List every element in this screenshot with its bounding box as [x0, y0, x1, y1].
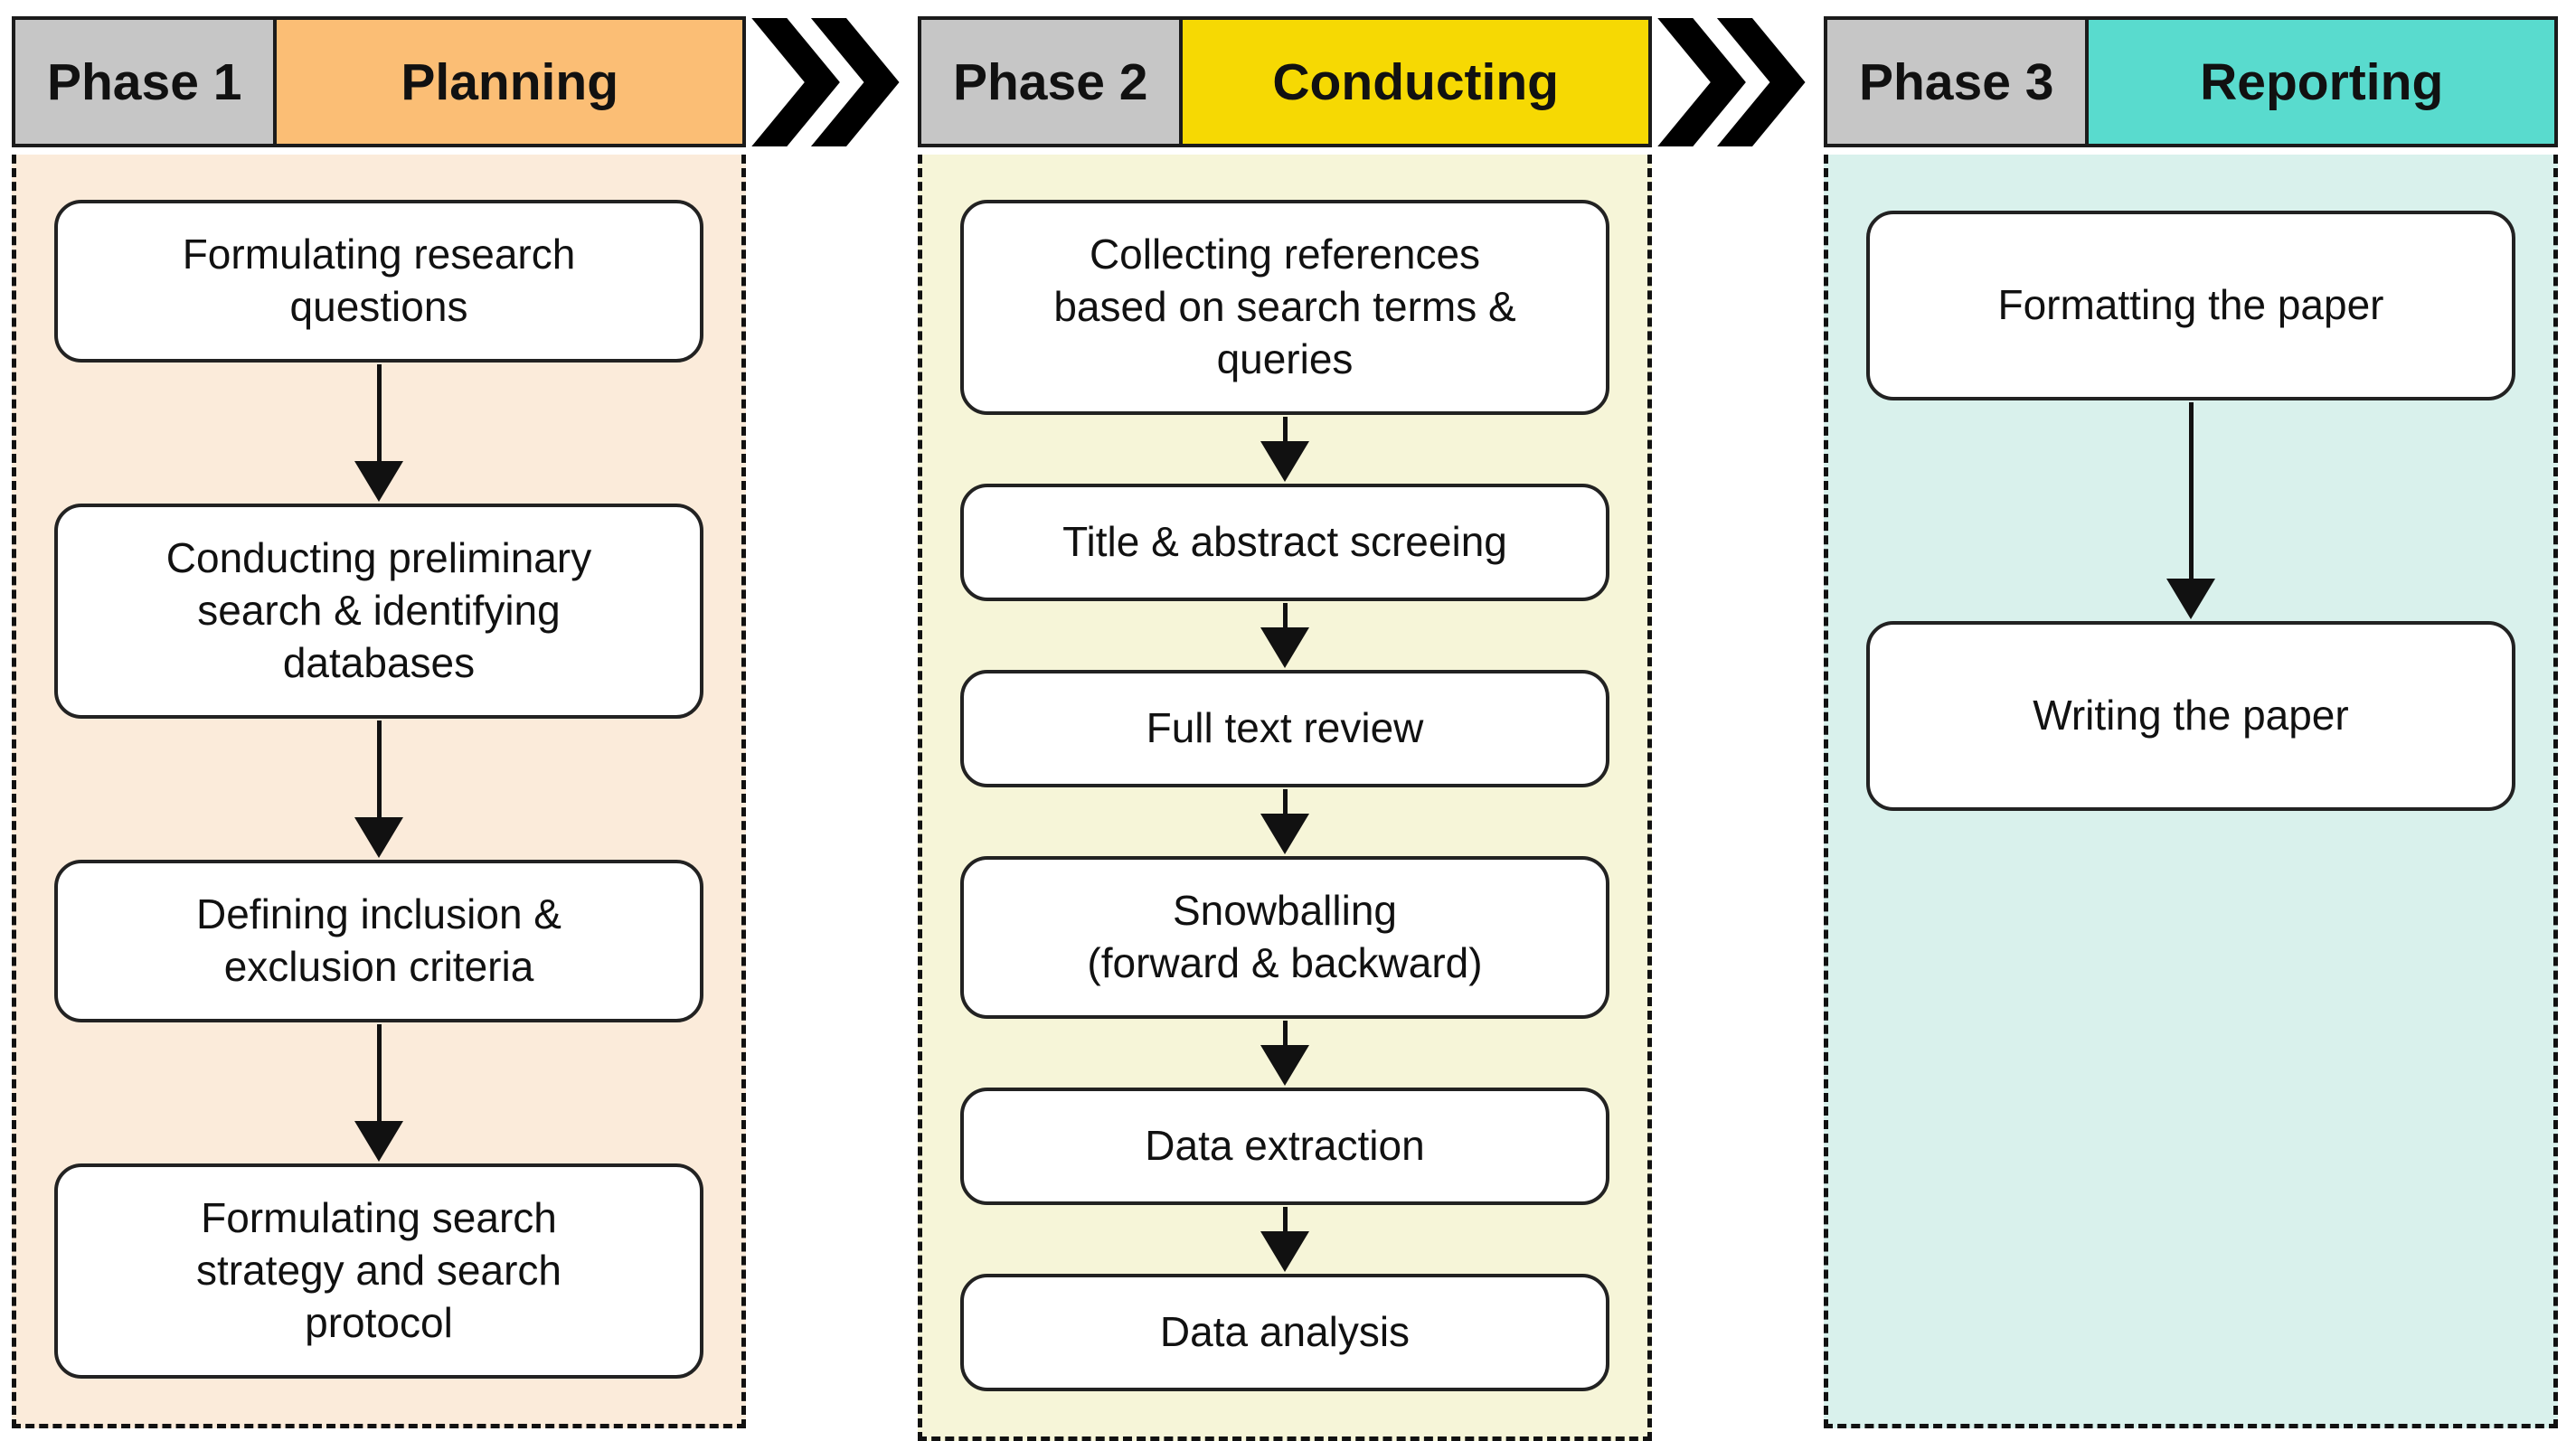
step-box: Collecting references based on search te… — [960, 200, 1609, 415]
arrowhead — [1260, 813, 1309, 854]
arrow-shaft — [1282, 416, 1288, 441]
step-box: Formulating research questions — [54, 200, 703, 363]
phase-1-label: Phase 1 — [15, 20, 274, 144]
arrowhead — [1260, 626, 1309, 668]
arrowhead — [354, 1121, 403, 1163]
arrow-shaft — [1282, 788, 1288, 814]
arrowhead — [1260, 440, 1309, 482]
phase-2-header: Phase 2 Conducting — [918, 16, 1652, 147]
phase-2-title: Conducting — [1179, 20, 1648, 144]
arrow-shaft — [376, 1023, 382, 1122]
arrow-down-icon — [54, 363, 703, 504]
chevron-right-icon — [750, 16, 913, 147]
phase-1-panel: Formulating research questions Conductin… — [12, 155, 746, 1428]
step-box: Full text review — [960, 669, 1609, 787]
arrowhead — [354, 817, 403, 859]
step-box: Formatting the paper — [1866, 211, 2515, 400]
phase-2-label: Phase 2 — [921, 20, 1180, 144]
arrow-shaft — [1282, 602, 1288, 627]
phase-3-title: Reporting — [2085, 20, 2554, 144]
arrow-down-icon — [54, 719, 703, 860]
step-box: Writing the paper — [1866, 621, 2515, 811]
arrow-down-icon — [960, 415, 1609, 484]
arrow-down-icon — [960, 1205, 1609, 1274]
arrow-down-icon — [960, 787, 1609, 856]
arrowhead — [2166, 579, 2215, 619]
step-box: Conducting preliminary search & identify… — [54, 504, 703, 719]
phase-separator — [1652, 16, 1824, 1428]
step-box: Data extraction — [960, 1087, 1609, 1205]
arrowhead — [1260, 1044, 1309, 1086]
phase-1-column: Phase 1 Planning Formulating research qu… — [12, 16, 746, 1428]
phase-2-column: Phase 2 Conducting Collecting references… — [918, 16, 1652, 1441]
chevron-right-icon — [1656, 16, 1819, 147]
phase-separator — [746, 16, 918, 1428]
arrow-shaft — [376, 720, 382, 818]
arrow-down-icon — [960, 1019, 1609, 1088]
arrow-down-icon — [54, 1022, 703, 1163]
step-box: Title & abstract screeing — [960, 483, 1609, 601]
arrow-shaft — [376, 363, 382, 462]
step-box: Formulating search strategy and search p… — [54, 1163, 703, 1379]
step-box: Data analysis — [960, 1273, 1609, 1391]
phase-3-label: Phase 3 — [1827, 20, 2086, 144]
phase-3-panel: Formatting the paper Writing the paper — [1824, 155, 2558, 1428]
arrow-down-icon — [1866, 400, 2515, 621]
phase-1-header: Phase 1 Planning — [12, 16, 746, 147]
phase-2-panel: Collecting references based on search te… — [918, 155, 1652, 1441]
arrowhead — [354, 461, 403, 503]
phase-1-title: Planning — [273, 20, 742, 144]
phase-3-column: Phase 3 Reporting Formatting the paper W… — [1824, 16, 2558, 1428]
phase-3-header: Phase 3 Reporting — [1824, 16, 2558, 147]
arrow-shaft — [1282, 1020, 1288, 1045]
step-box: Defining inclusion & exclusion criteria — [54, 860, 703, 1022]
step-box: Snowballing (forward & backward) — [960, 855, 1609, 1019]
arrow-shaft — [2188, 402, 2194, 579]
panel-empty-space — [1866, 811, 2515, 1379]
arrowhead — [1260, 1230, 1309, 1272]
arrow-shaft — [1282, 1206, 1288, 1231]
arrow-down-icon — [960, 601, 1609, 670]
